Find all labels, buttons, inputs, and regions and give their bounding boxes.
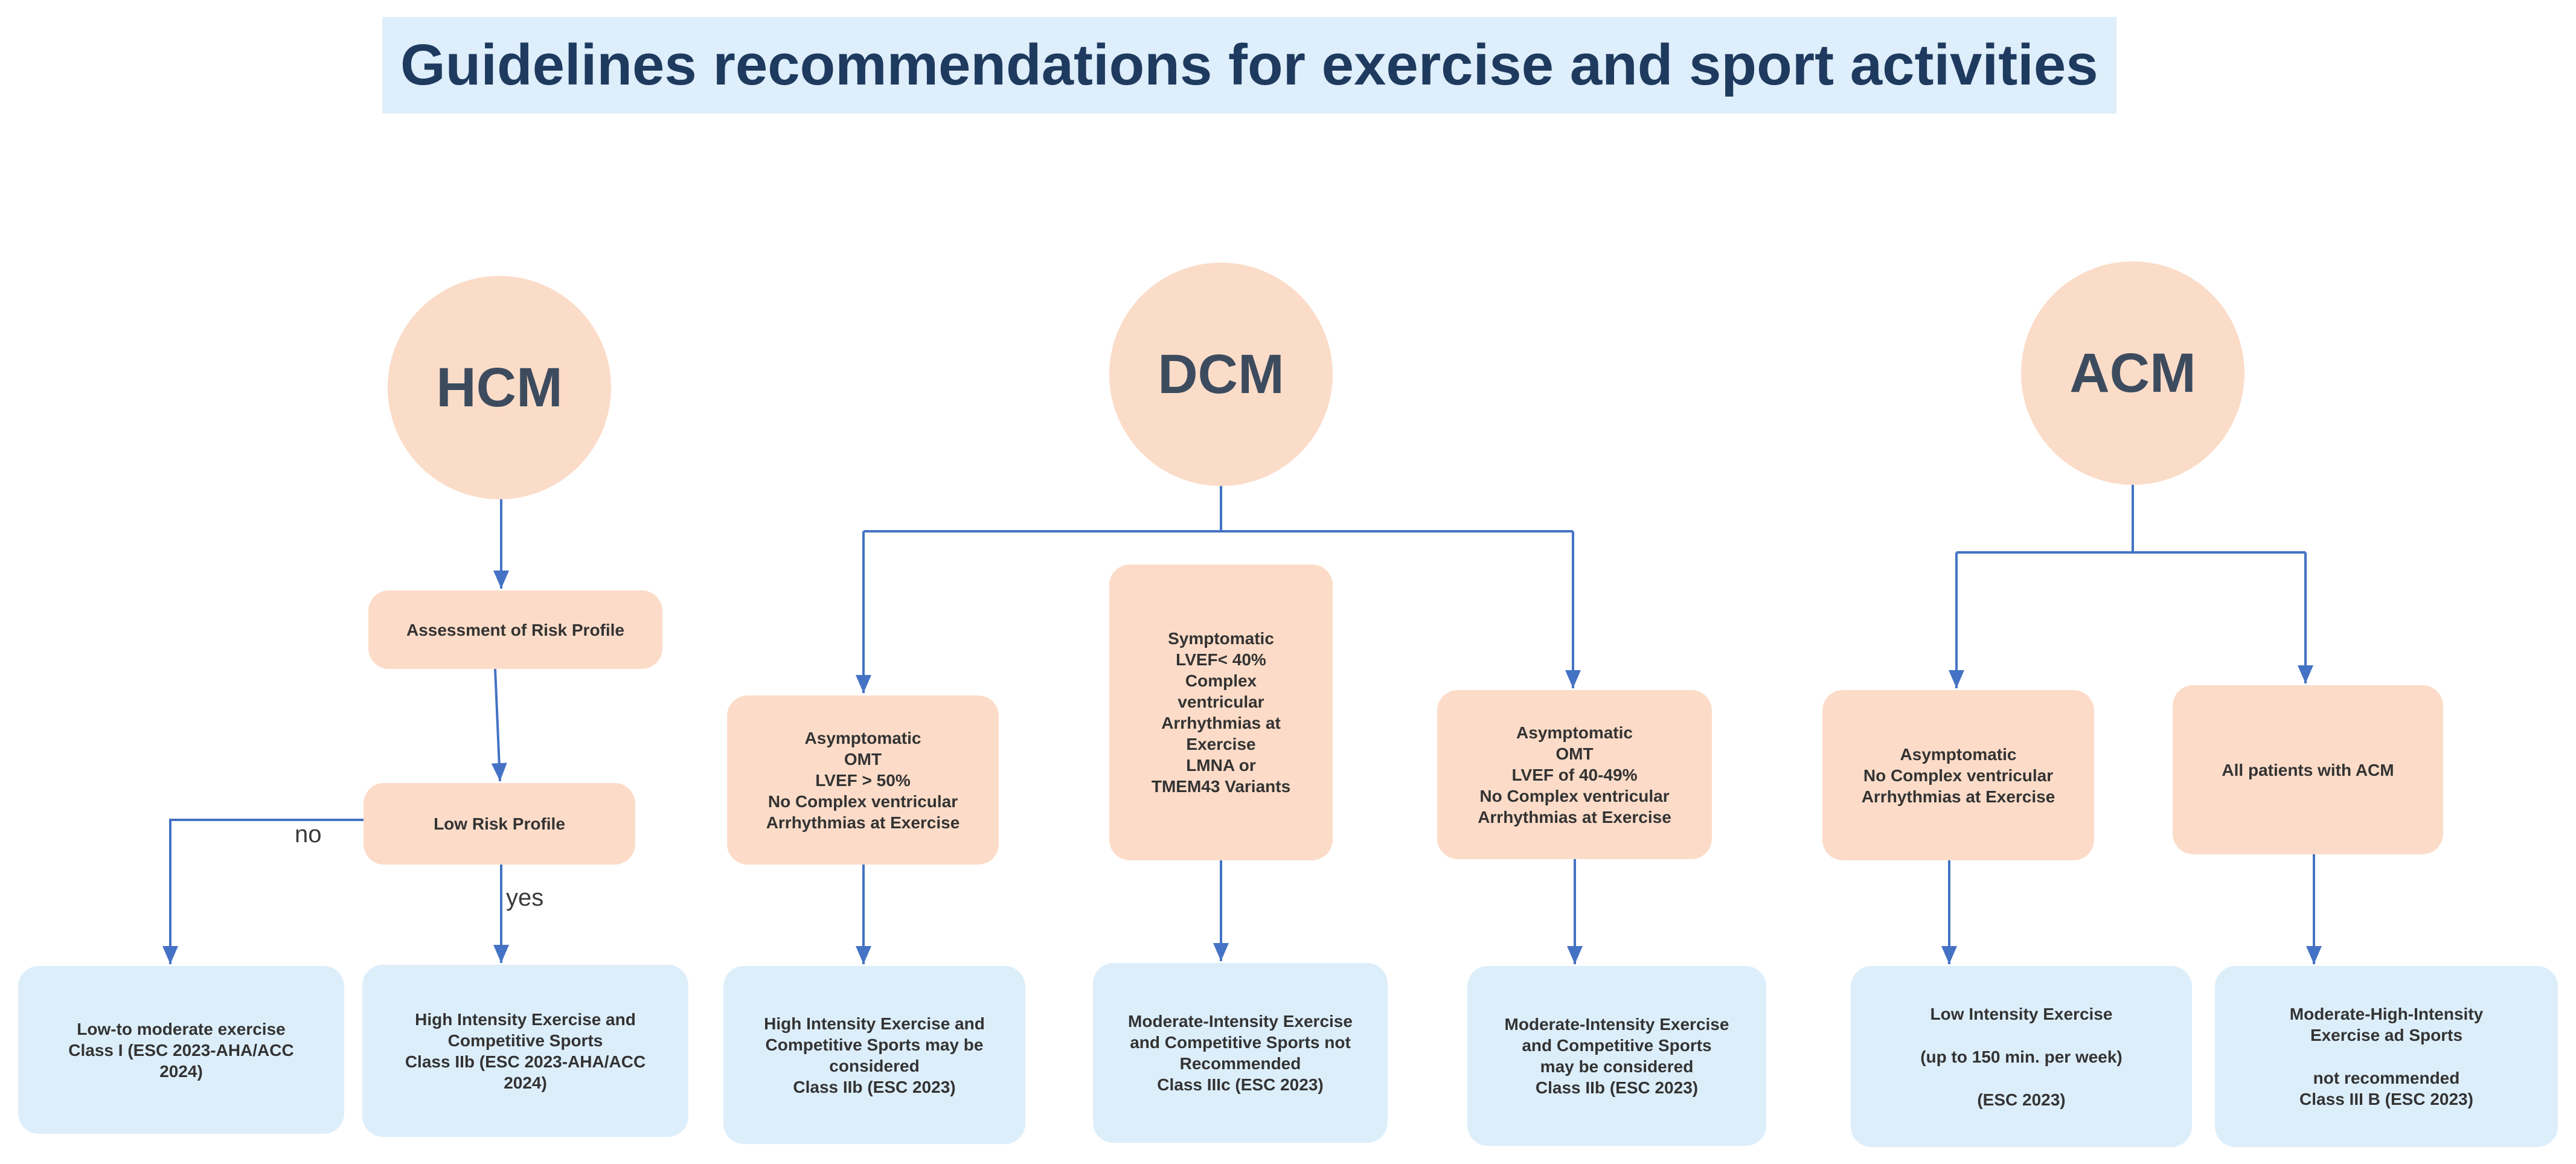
dcm-outcome-left-line-3: considered bbox=[829, 1056, 920, 1075]
dcm-criteria-mid-line-6: Exercise bbox=[1186, 735, 1256, 753]
dcm-criteria-right-line-2: OMT bbox=[1556, 744, 1594, 763]
acm-outcome-left-line-1: Low Intensity Exercise bbox=[1930, 1004, 2113, 1023]
dcm-outcome-right-line-4: Class IIb (ESC 2023) bbox=[1535, 1078, 1699, 1097]
dcm-criteria-left-box: Asymptomatic OMT LVEF > 50% No Complex v… bbox=[727, 696, 999, 865]
dcm-outcome-mid-box: Moderate-Intensity Exercise and Competit… bbox=[1093, 963, 1388, 1143]
dcm-criteria-left-line-2: OMT bbox=[844, 749, 882, 769]
acm-outcome-right-box: Moderate-High-Intensity Exercise ad Spor… bbox=[2215, 966, 2558, 1147]
edge-acm-right-down-arrowhead bbox=[2306, 946, 2322, 964]
hcm-outcome-yes-box: High Intensity Exercise and Competitive … bbox=[362, 965, 688, 1137]
title-banner: Guidelines recommendations for exercise … bbox=[382, 17, 2116, 114]
edge-dcm-to-left-arrowhead bbox=[856, 675, 871, 693]
acm-criteria-left-line-2: No Complex ventricular bbox=[1863, 766, 2054, 785]
dcm-outcome-left-line-1: High Intensity Exercise and bbox=[764, 1014, 985, 1033]
acm-outcome-left-line-2: (up to 150 min. per week) bbox=[1920, 1047, 2123, 1066]
edge-hcm-to-assessment-arrowhead bbox=[493, 571, 509, 589]
acm-criteria-right-line-1: All patients with ACM bbox=[2222, 760, 2394, 779]
hcm-outcome-yes-line-2: Competitive Sports bbox=[447, 1031, 603, 1050]
page-title: Guidelines recommendations for exercise … bbox=[400, 33, 2098, 97]
acm-outcome-right-line-2: Exercise ad Sports bbox=[2310, 1026, 2463, 1044]
dcm-outcome-left-line-4: Class IIb (ESC 2023) bbox=[793, 1077, 956, 1096]
edge-acm-left-down-arrowhead bbox=[1941, 946, 1957, 964]
dcm-criteria-mid-box: Symptomatic LVEF< 40% Complex ventricula… bbox=[1109, 564, 1333, 860]
edge-assessment-to-lowrisk bbox=[494, 668, 501, 782]
hcm-label: HCM bbox=[436, 356, 563, 418]
dcm-outcome-left-line-2: Competitive Sports may be bbox=[765, 1035, 984, 1054]
edge-dcm-right-down-arrowhead bbox=[1567, 946, 1583, 964]
hcm-outcome-no-line-1: Low-to moderate exercise bbox=[77, 1019, 286, 1038]
hcm-circle: HCM bbox=[388, 276, 611, 499]
dcm-criteria-left-line-4: No Complex ventricular bbox=[767, 791, 958, 811]
hcm-outcome-no-box: Low-to moderate exercise Class I (ESC 20… bbox=[18, 966, 344, 1134]
dcm-criteria-right-line-5: Arrhythmias at Exercise bbox=[1478, 807, 1671, 827]
dcm-criteria-left-line-3: LVEF > 50% bbox=[815, 770, 911, 790]
dcm-outcome-left-box: High Intensity Exercise and Competitive … bbox=[723, 966, 1025, 1144]
acm-outcome-left-line-3: (ESC 2023) bbox=[1977, 1090, 2066, 1109]
dcm-outcome-mid-line-2: and Competitive Sports not bbox=[1130, 1033, 1351, 1052]
hcm-outcome-no-line-2: Class I (ESC 2023-AHA/ACC bbox=[68, 1040, 294, 1060]
dcm-criteria-mid-line-8: TMEM43 Variants bbox=[1151, 777, 1291, 796]
acm-outcome-right-line-3: not recommended bbox=[2313, 1069, 2460, 1087]
hcm-outcome-yes-line-1: High Intensity Exercise and bbox=[415, 1009, 636, 1029]
dcm-criteria-right-box: Asymptomatic OMT LVEF of 40-49% No Compl… bbox=[1437, 690, 1712, 859]
acm-circle: ACM bbox=[2021, 261, 2244, 485]
dcm-outcome-right-line-1: Moderate-Intensity Exercise bbox=[1504, 1015, 1729, 1034]
acm-outcome-right-line-1: Moderate-High-Intensity bbox=[2289, 1005, 2484, 1023]
hcm-edge-yes-label: yes bbox=[506, 884, 544, 911]
dcm-criteria-left-line-1: Asymptomatic bbox=[804, 728, 921, 747]
edge-acm-to-left-arrowhead bbox=[1949, 670, 1964, 688]
hcm-outcome-yes-line-4: 2024) bbox=[504, 1073, 547, 1092]
hcm-assessment-text: Assessment of Risk Profile bbox=[406, 620, 625, 639]
edge-dcm-mid-down-arrowhead bbox=[1213, 943, 1229, 961]
acm-label: ACM bbox=[2069, 342, 2196, 404]
edge-dcm-to-right-arrowhead bbox=[1565, 670, 1581, 688]
dcm-criteria-right-line-1: Asymptomatic bbox=[1516, 723, 1633, 742]
edge-assessment-to-lowrisk-arrowhead bbox=[491, 763, 507, 781]
dcm-outcome-mid-line-4: Class IIIc (ESC 2023) bbox=[1157, 1075, 1324, 1094]
hcm-outcome-yes-line-3: Class IIb (ESC 2023-AHA/ACC bbox=[405, 1052, 646, 1071]
acm-criteria-left-line-3: Arrhythmias at Exercise bbox=[1861, 787, 2055, 806]
hcm-low-risk-text: Low Risk Profile bbox=[434, 814, 565, 833]
dcm-outcome-right-line-3: may be considered bbox=[1540, 1057, 1694, 1076]
dcm-outcome-mid-line-3: Recommended bbox=[1179, 1054, 1301, 1073]
dcm-criteria-mid-line-4: ventricular bbox=[1177, 692, 1264, 711]
dcm-criteria-right-line-3: LVEF of 40-49% bbox=[1511, 765, 1638, 784]
hcm-edge-no-label: no bbox=[295, 821, 322, 848]
dcm-criteria-mid-line-3: Complex bbox=[1185, 671, 1257, 690]
edge-lowrisk-no-arrowhead bbox=[162, 946, 178, 964]
hcm-outcome-no-line-3: 2024) bbox=[159, 1061, 203, 1081]
acm-criteria-left-line-1: Asymptomatic bbox=[1900, 744, 2017, 764]
edge-lowrisk-yes-arrowhead bbox=[493, 945, 509, 963]
acm-criteria-left-box: Asymptomatic No Complex ventricular Arrh… bbox=[1822, 690, 2094, 860]
acm-outcome-left-box: Low Intensity Exercise (up to 150 min. p… bbox=[1851, 966, 2192, 1147]
dcm-criteria-left-line-5: Arrhythmias at Exercise bbox=[766, 813, 960, 832]
edge-dcm-left-down-arrowhead bbox=[856, 946, 871, 964]
hcm-assessment-box: Assessment of Risk Profile bbox=[368, 590, 662, 669]
edge-lowrisk-no bbox=[169, 819, 364, 964]
dcm-criteria-mid-line-5: Arrhythmias at bbox=[1161, 714, 1281, 732]
dcm-outcome-mid-line-1: Moderate-Intensity Exercise bbox=[1128, 1012, 1353, 1031]
dcm-outcome-right-box: Moderate-Intensity Exercise and Competit… bbox=[1467, 966, 1766, 1146]
dcm-circle: DCM bbox=[1109, 263, 1333, 486]
acm-criteria-right-box: All patients with ACM bbox=[2173, 685, 2443, 854]
dcm-criteria-mid-line-1: Symptomatic bbox=[1168, 629, 1274, 648]
edge-acm-to-right-arrowhead bbox=[2298, 665, 2313, 683]
dcm-criteria-right-line-4: No Complex ventricular bbox=[1479, 786, 1670, 805]
hcm-low-risk-box: Low Risk Profile bbox=[364, 783, 635, 865]
dcm-outcome-right-line-2: and Competitive Sports bbox=[1522, 1036, 1712, 1055]
acm-outcome-right-line-4: Class III B (ESC 2023) bbox=[2299, 1090, 2473, 1108]
dcm-criteria-mid-line-7: LMNA or bbox=[1186, 756, 1256, 775]
dcm-criteria-mid-line-2: LVEF< 40% bbox=[1176, 650, 1266, 669]
dcm-label: DCM bbox=[1158, 343, 1284, 405]
